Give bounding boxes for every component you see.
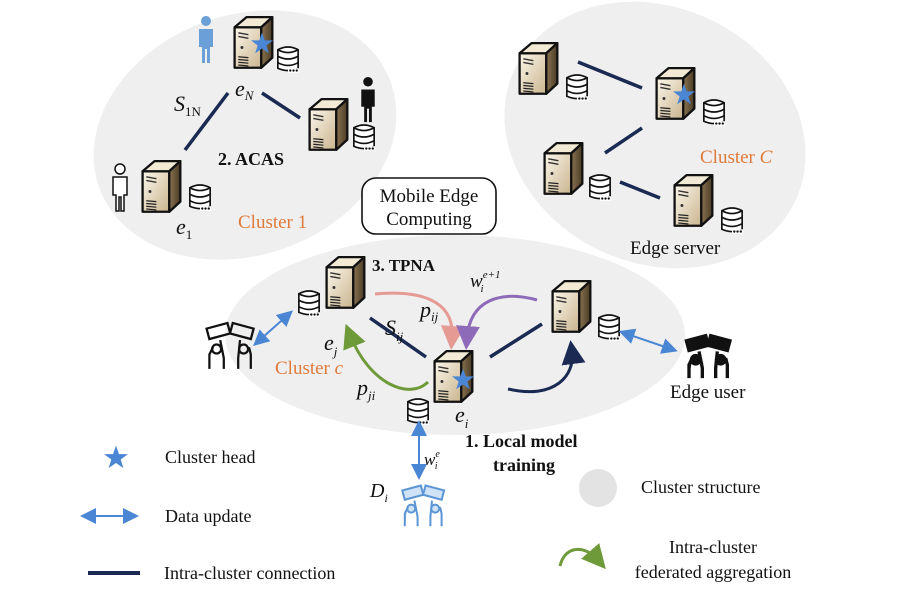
label-Di: Di [369, 480, 388, 505]
title-line-2: Computing [386, 209, 472, 230]
cluster-C-label: Cluster C [700, 147, 773, 168]
edge-user-icon [684, 333, 732, 379]
database-icon [566, 74, 589, 102]
step-3-label: 3. TPNA [372, 256, 436, 275]
legend-circle-icon [579, 469, 617, 507]
arrow-local [507, 340, 586, 394]
legend-cluster-structure: Cluster structure [641, 477, 760, 497]
database-icon [353, 124, 376, 152]
legend-cluster-head: Cluster head [165, 447, 255, 467]
label-pji: pji [355, 375, 376, 403]
title-box [361, 177, 497, 235]
label-pij: pij [418, 297, 439, 324]
server-icon-e1[interactable] [141, 159, 182, 213]
legend-aggregation-line-1: Intra-cluster [669, 537, 757, 557]
legend-intra-cluster-connection: Intra-cluster connection [164, 563, 335, 583]
legend-curved-arrow-icon [558, 543, 606, 570]
server-icon[interactable] [551, 279, 592, 333]
local-data-users-icon [401, 484, 446, 528]
legend-aggregation-line-2: federated aggregation [635, 562, 791, 582]
connection-line [604, 126, 643, 155]
server-icon[interactable] [518, 41, 559, 95]
arrow-pij [374, 291, 465, 350]
database-icon [277, 46, 300, 74]
edge-server-label: Edge server [630, 238, 721, 259]
arrow-pji [343, 323, 430, 391]
database-icon [589, 174, 612, 202]
database-icon [721, 207, 744, 235]
database-icon [298, 290, 321, 318]
connection-line [489, 322, 543, 359]
step-2-label: 2. ACAS [218, 149, 284, 169]
label-e1: e1 [176, 214, 192, 242]
server-icon[interactable] [543, 141, 584, 195]
label-eN: eN [235, 76, 255, 103]
data-update-arrow [618, 328, 678, 354]
database-icon [598, 314, 621, 342]
data-update-arrow [253, 310, 293, 346]
legend-data-update: Data update [165, 506, 251, 526]
connection-line [577, 60, 643, 90]
label-ei: ei [455, 402, 469, 431]
server-icon-ej[interactable] [325, 255, 366, 309]
connection-line [183, 91, 230, 152]
cluster-1-label: Cluster 1 [238, 212, 307, 233]
server-icon[interactable] [308, 97, 349, 151]
database-icon [703, 99, 726, 127]
connection-line [368, 316, 428, 359]
cluster-C-region [504, 1, 806, 269]
legend: Cluster head Data update Intra-cluster c… [80, 445, 791, 583]
title-line-1: Mobile Edge [380, 186, 479, 207]
server-icon-edge-server[interactable] [673, 173, 714, 227]
label-ej: ej [324, 330, 338, 359]
cluster-c-label: Cluster c [275, 358, 344, 379]
legend-star-icon [104, 445, 128, 469]
database-icon [407, 398, 430, 426]
connection-line [619, 180, 661, 200]
database-icon [189, 184, 212, 212]
label-S1N: S1N [174, 91, 202, 119]
arrow-w-next [455, 294, 538, 350]
step-1-label-line-1: 1. Local model [465, 431, 578, 451]
step-1-label-line-2: training [493, 455, 555, 475]
label-Sij: Sij [385, 315, 404, 344]
connection-line [261, 91, 301, 120]
edge-user-label: Edge user [670, 382, 746, 403]
